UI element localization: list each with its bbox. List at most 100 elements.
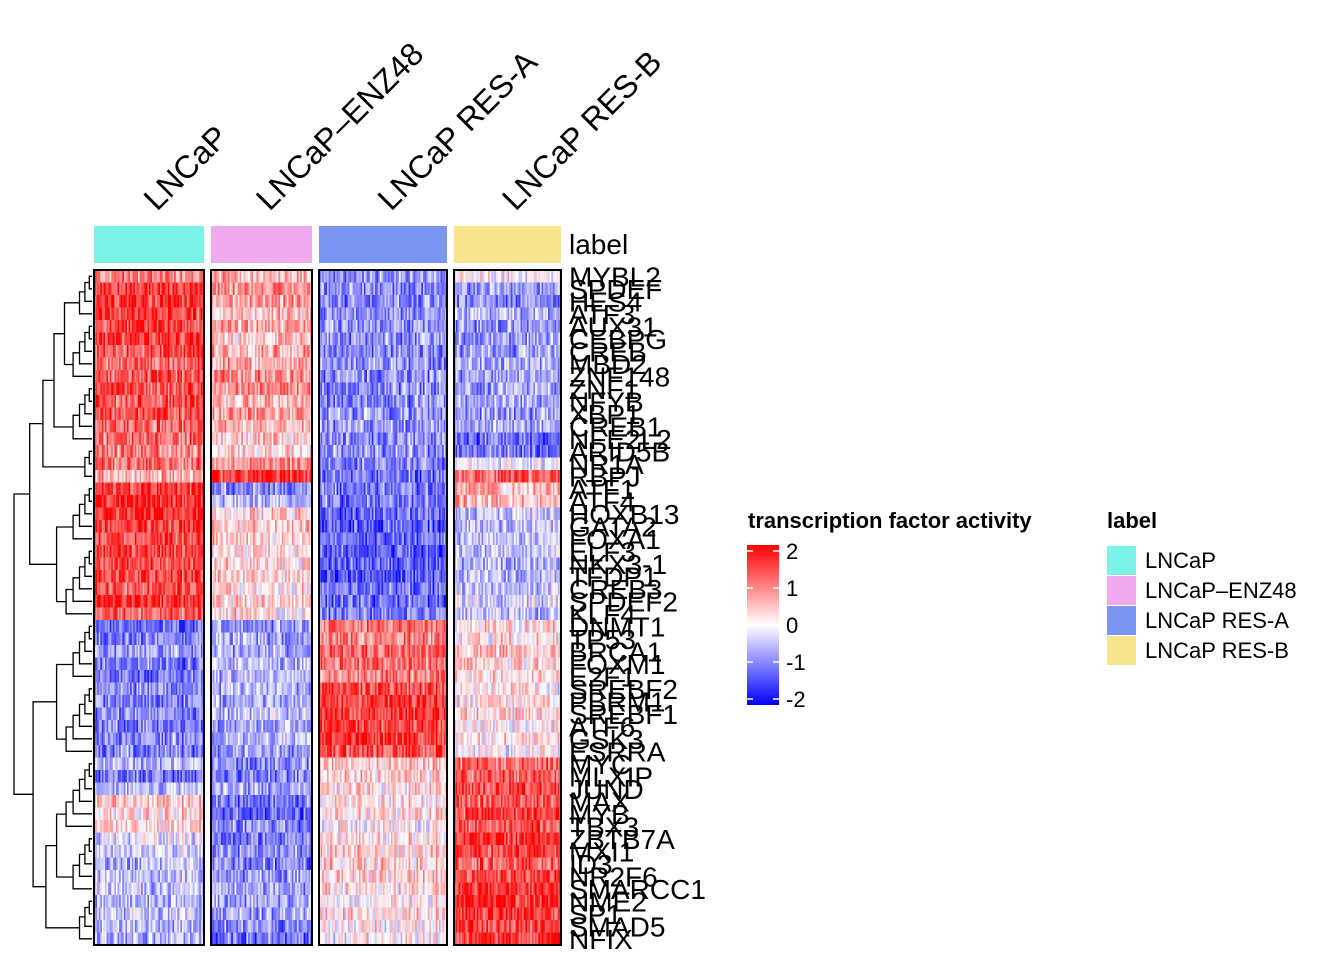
heatmap-cell [400,282,403,296]
heatmap-cell [475,345,478,358]
heatmap-cell [557,345,560,358]
heatmap-cell [278,395,281,408]
heatmap-cell [360,282,363,296]
heatmap-cell [347,382,350,396]
heatmap-cell [325,382,328,396]
heatmap-cell [392,357,395,371]
heatmap-cell [387,395,390,408]
heatmap-cell [145,345,148,358]
heatmap-cell [274,370,278,383]
heatmap-cell [271,370,274,383]
heatmap-cell [391,295,393,308]
heatmap-cell [251,270,254,283]
heatmap-cell [264,295,267,308]
heatmap-cell [182,395,184,408]
heatmap-cell [421,307,424,321]
heatmap-cell [439,282,441,296]
heatmap-cell [478,295,481,308]
heatmap-cell [468,382,471,396]
heatmap-cell [518,320,521,333]
heatmap-cell [384,282,387,296]
heatmap-cell [239,370,242,383]
heatmap-cell [153,307,156,321]
heatmap-cell [234,357,237,371]
heatmap-cell [322,320,325,333]
heatmap-cell [331,282,334,296]
heatmap-cell [259,282,262,296]
heatmap-cell [152,270,155,283]
heatmap-cell [109,270,112,283]
heatmap-cell [403,382,406,396]
heatmap-cell [402,395,405,408]
heatmap-cell [155,295,158,308]
heatmap-cell [164,395,167,408]
heatmap-cell [232,295,235,308]
heatmap-cell [541,270,544,283]
heatmap-cell [293,282,296,296]
heatmap-cell [457,345,460,358]
heatmap-cell [408,370,411,383]
heatmap-cell [371,270,374,283]
heatmap-cell [98,382,101,396]
heatmap-cell [387,270,390,283]
heatmap-cell [407,332,409,346]
heatmap-cell [281,382,284,396]
heatmap-cell [109,370,112,383]
heatmap-cell [354,382,357,396]
heatmap-cell [421,382,424,396]
heatmap-cell [149,357,151,371]
heatmap-cell [339,382,342,396]
heatmap-cell [105,270,107,283]
heatmap-cell [222,382,225,396]
heatmap-cell [153,270,156,283]
heatmap-cell [266,370,269,383]
heatmap-cell [98,395,101,408]
heatmap-cell [133,270,136,283]
heatmap-cell [160,270,162,283]
heatmap-cell [384,320,387,333]
heatmap-cell [415,332,417,346]
heatmap-cell [365,282,368,296]
heatmap-cell [517,345,520,358]
heatmap-cell [465,270,468,283]
heatmap-cell [280,370,283,383]
heatmap-cell [407,270,409,283]
heatmap-cell [383,370,385,383]
heatmap-cell [226,307,229,321]
heatmap-cell [507,382,510,396]
heatmap-cell [244,382,247,396]
heatmap-cell [383,270,385,283]
heatmap-cell [286,332,289,346]
heatmap-cell [242,320,246,333]
heatmap-cell [499,370,502,383]
heatmap-cell [546,345,549,358]
heatmap-cell [288,345,291,358]
heatmap-cell [402,282,405,296]
heatmap-cell [236,282,239,296]
heatmap-cell [489,332,492,346]
heatmap-cell [266,332,269,346]
heatmap-cell [427,370,430,383]
heatmap-cell [194,295,197,308]
heatmap-cell [397,295,400,308]
heatmap-cell [355,270,358,283]
heatmap-cell [161,345,164,358]
heatmap-cell [411,282,414,296]
heatmap-cell [458,357,461,371]
heatmap-cell [375,307,377,321]
heatmap-cell [273,382,276,396]
heatmap-cell [286,345,289,358]
heatmap-row [94,395,562,408]
heatmap-cell [273,332,276,346]
heatmap-cell [541,345,544,358]
heatmap-cell [273,357,276,371]
heatmap-cell [394,295,397,308]
heatmap-cell [150,282,153,296]
heatmap-cell [125,307,128,321]
heatmap-cell [305,270,308,283]
heatmap-cell [416,370,419,383]
heatmap-cell [141,307,144,321]
heatmap-cell [98,270,101,283]
heatmap-cell [339,270,342,283]
heatmap-cell [175,332,178,346]
